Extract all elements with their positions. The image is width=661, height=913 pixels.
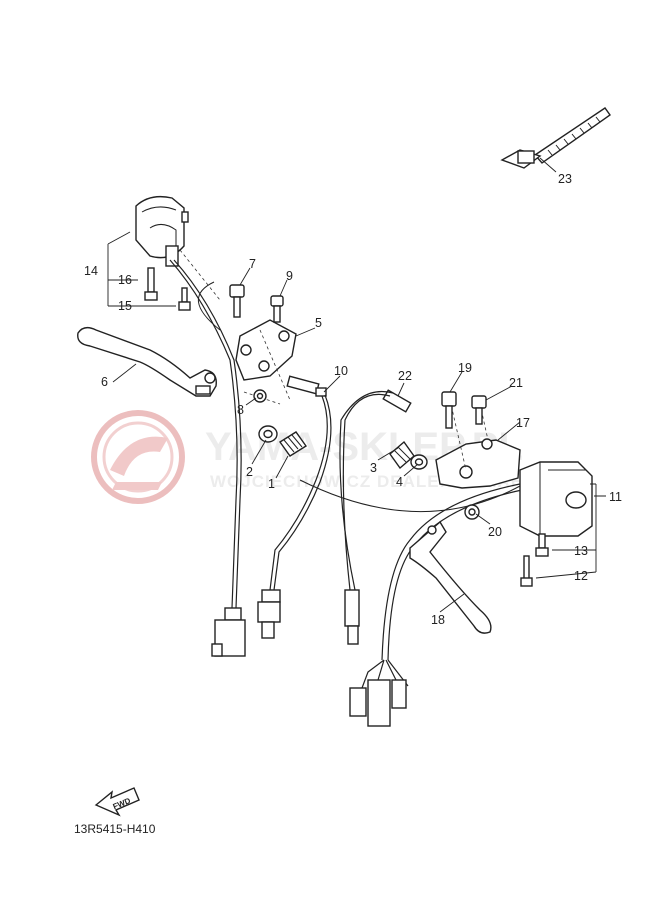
callout-18: 18 <box>431 613 445 627</box>
callout-13: 13 <box>574 544 588 558</box>
part-6-clutch-lever <box>77 326 217 397</box>
part-12-screw <box>520 555 533 587</box>
part-11-right-handlebar-switch <box>519 461 593 537</box>
callout-8: 8 <box>237 403 244 417</box>
callout-19: 19 <box>458 361 472 375</box>
diagram-code: 13R5415-H410 <box>74 822 156 836</box>
callout-16: 16 <box>118 273 132 287</box>
part-8-bolt <box>253 389 267 403</box>
callout-6: 6 <box>101 375 108 389</box>
callout-11: 11 <box>609 490 622 504</box>
part-4-nut <box>410 454 428 470</box>
part-9-bolt <box>270 295 284 323</box>
callout-2: 2 <box>246 465 253 479</box>
callout-5: 5 <box>315 316 322 330</box>
callout-15: 15 <box>118 299 132 313</box>
part-18-brake-lever <box>409 520 492 634</box>
part-16-screw <box>144 267 158 301</box>
left-switch-harness <box>169 259 246 657</box>
callout-7: 7 <box>249 257 256 271</box>
part-23-cable-tie <box>500 107 611 169</box>
forward-arrow-icon: FWD <box>94 787 140 817</box>
callout-10: 10 <box>334 364 348 378</box>
callout-14: 14 <box>84 264 98 278</box>
callout-22: 22 <box>398 369 412 383</box>
part-15-screw <box>178 287 191 311</box>
handlebar-outline <box>197 281 521 512</box>
leader-lines <box>107 157 606 613</box>
part-19-bolt <box>441 391 457 429</box>
callout-20: 20 <box>488 525 502 539</box>
part-10-clutch-switch <box>257 375 332 639</box>
callout-21: 21 <box>509 376 523 390</box>
part-21-bolt <box>471 395 487 425</box>
callout-3: 3 <box>370 461 377 475</box>
part-7-bolt <box>229 284 245 318</box>
part-5-lever-holder <box>235 319 297 405</box>
part-13-screw <box>535 533 549 557</box>
callout-12: 12 <box>574 569 588 583</box>
right-switch-harness <box>349 483 523 727</box>
callout-labels: 1 2 3 4 5 6 7 8 9 10 11 12 13 14 15 16 1… <box>84 172 622 627</box>
part-22-front-brake-switch <box>339 389 412 645</box>
watermark-logo <box>91 410 185 504</box>
callout-9: 9 <box>286 269 293 283</box>
callout-17: 17 <box>516 416 530 430</box>
callout-23: 23 <box>558 172 572 186</box>
part-17-brake-lever-holder <box>435 399 521 489</box>
part-2-nut <box>258 425 278 443</box>
callout-4: 4 <box>396 475 403 489</box>
part-1-adjuster <box>278 431 308 457</box>
part-20-nut <box>464 504 480 520</box>
callout-1: 1 <box>268 477 275 491</box>
